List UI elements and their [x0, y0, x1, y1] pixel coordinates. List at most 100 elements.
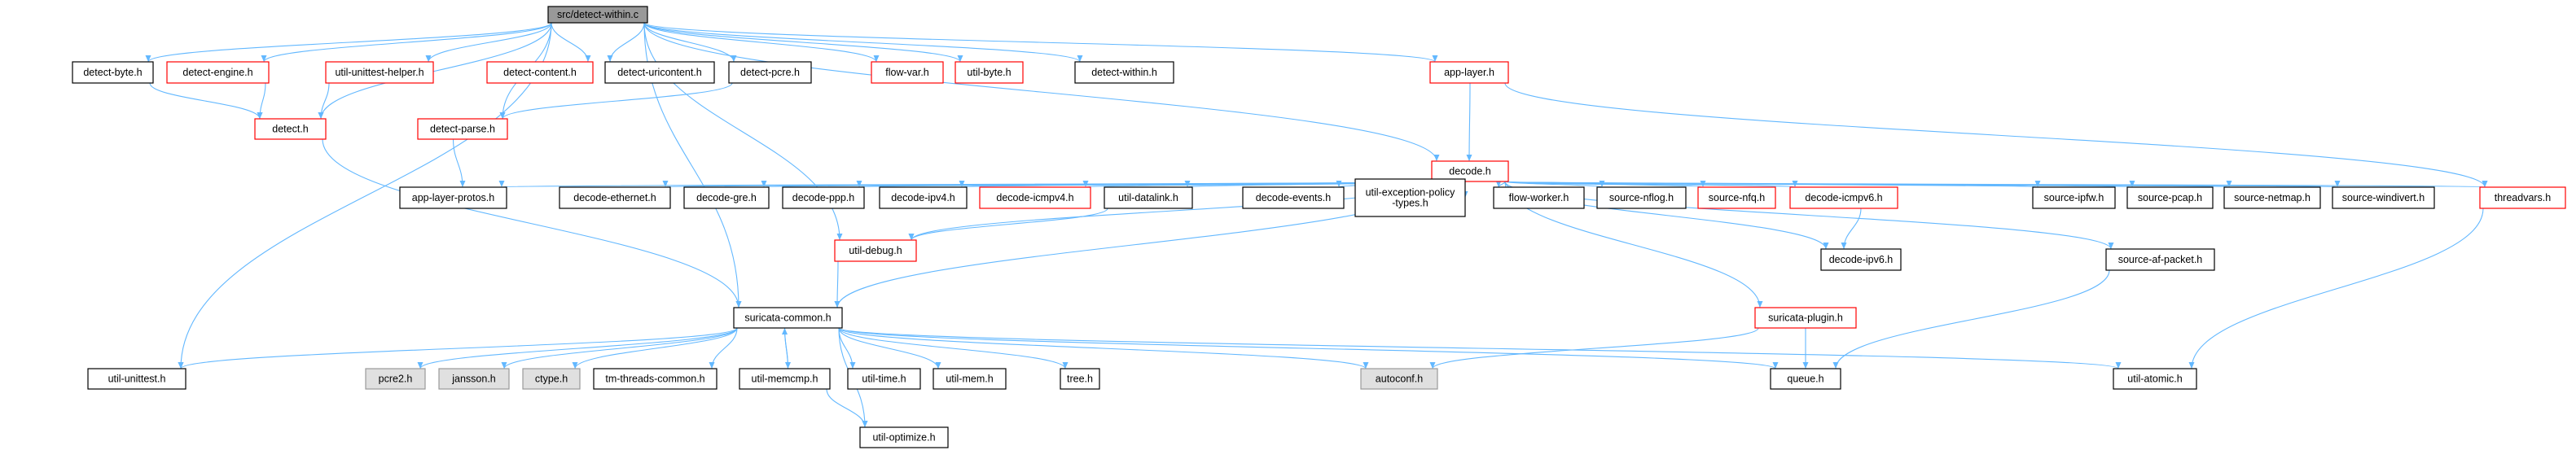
node-decode-ipv4[interactable]: decode-ipv4.h — [879, 186, 968, 209]
node-source-nfq[interactable]: source-nfq.h — [1697, 186, 1776, 209]
node-decode-gre[interactable]: decode-gre.h — [683, 186, 770, 209]
node-source-nflog[interactable]: source-nflog.h — [1596, 186, 1687, 209]
node-box — [879, 186, 968, 209]
node-label: decode-ipv6.h — [1829, 254, 1894, 265]
arrowhead-decode-to-decode_ppp — [856, 181, 862, 187]
arrowhead-suricata_common-to-ctype — [572, 362, 578, 369]
node-detect-content[interactable]: detect-content.h — [486, 61, 594, 84]
arrowhead-suricata_common-to-tree — [1062, 362, 1069, 369]
node-util-memcmp[interactable]: util-memcmp.h — [739, 368, 831, 390]
arrowhead-decode-to-suricata_plugin — [1757, 301, 1763, 308]
arrowhead-util_memcmp-to-util_optimize — [862, 421, 868, 427]
node-flow-worker[interactable]: flow-worker.h — [1493, 186, 1585, 209]
node-decode-ethernet[interactable]: decode-ethernet.h — [559, 186, 671, 209]
node-label: detect-pcre.h — [740, 67, 800, 78]
node-decode[interactable]: decode.h — [1431, 160, 1509, 182]
node-box — [399, 186, 507, 209]
node-detect-uricontent[interactable]: detect-uricontent.h — [604, 61, 715, 84]
node-decode-ppp[interactable]: decode-ppp.h — [782, 186, 865, 209]
node-decode-ipv6[interactable]: decode-ipv6.h — [1820, 248, 1902, 271]
edge-suricata_common-to-queue — [838, 327, 1776, 369]
node-util-unittest[interactable]: util-unittest.h — [87, 368, 187, 390]
node-label: -types.h — [1392, 198, 1428, 209]
node-util-atomic[interactable]: util-atomic.h — [2113, 368, 2197, 390]
node-tree[interactable]: tree.h — [1060, 368, 1100, 390]
node-detect-pcre[interactable]: detect-pcre.h — [728, 61, 812, 84]
arrowhead-suricata_plugin-to-autoconf — [1429, 362, 1436, 369]
edge-suricata_common-to-jansson — [503, 327, 738, 369]
node-label: queue.h — [1787, 374, 1823, 385]
node-detect-byte[interactable]: detect-byte.h — [72, 61, 154, 84]
arrowhead-decode-to-decode_gre — [761, 181, 767, 187]
arrowhead-detect_engine-to-detect — [257, 112, 263, 119]
node-util-optimize[interactable]: util-optimize.h — [859, 426, 949, 448]
node-box — [438, 368, 510, 390]
edge-root-to-detect_byte — [147, 22, 552, 63]
node-label: flow-worker.h — [1509, 192, 1569, 203]
node-decode-icmpv6[interactable]: decode-icmpv6.h — [1789, 186, 1898, 209]
node-util-exception-policy[interactable]: util-exception-policy-types.h — [1354, 178, 1466, 217]
node-label: decode-ipv4.h — [891, 192, 955, 203]
edge-detect-to-suricata_common — [322, 138, 739, 308]
node-util-mem[interactable]: util-mem.h — [933, 368, 1007, 390]
node-decode-icmpv4[interactable]: decode-icmpv4.h — [979, 186, 1091, 209]
edge-app_layer-to-threadvars — [1504, 82, 2486, 188]
arrowhead-decode-to-source_netmap — [2226, 181, 2232, 187]
edge-suricata_common-to-tree — [838, 327, 1066, 369]
node-label: app-layer.h — [1444, 67, 1494, 78]
node-app-layer-protos[interactable]: app-layer-protos.h — [399, 186, 507, 209]
arrowhead-decode-to-flow_worker — [1495, 181, 1502, 187]
node-suricata-common[interactable]: suricata-common.h — [733, 307, 843, 329]
edge-suricata_common-to-util_atomic — [838, 327, 2119, 369]
edge-root-to-util_unittest_helper — [428, 22, 552, 63]
node-source-netmap[interactable]: source-netmap.h — [2223, 186, 2321, 209]
node-decode-events[interactable]: decode-events.h — [1242, 186, 1345, 209]
arrowhead-decode-to-source_windivert — [2334, 181, 2341, 187]
node-label: util-datalink.h — [1118, 192, 1178, 203]
arrowhead-root-to-detect_content — [585, 55, 591, 62]
node-label: decode-gre.h — [696, 192, 757, 203]
node-source-ipfw[interactable]: source-ipfw.h — [2032, 186, 2116, 209]
node-flow-var[interactable]: flow-var.h — [871, 61, 944, 84]
node-queue[interactable]: queue.h — [1770, 368, 1841, 390]
node-detect-parse[interactable]: detect-parse.h — [417, 118, 508, 140]
edge-util_datalink-to-util_debug — [911, 208, 1108, 241]
edge-suricata_common-to-util_mem — [838, 327, 939, 369]
node-util-byte[interactable]: util-byte.h — [954, 61, 1024, 84]
node-detect-engine[interactable]: detect-engine.h — [166, 61, 270, 84]
edge-detect_pcre-to-detect_parse — [502, 82, 733, 120]
node-label: detect-uricontent.h — [617, 67, 702, 78]
arrowhead-suricata_plugin-to-queue — [1802, 362, 1809, 369]
node-detect-within[interactable]: detect-within.h — [1074, 61, 1174, 84]
node-tm-threads-common[interactable]: tm-threads-common.h — [593, 368, 718, 390]
node-label: suricata-plugin.h — [1768, 313, 1843, 324]
node-detect[interactable]: detect.h — [254, 118, 327, 140]
node-suricata-plugin[interactable]: suricata-plugin.h — [1754, 307, 1857, 329]
edge-root-to-flow_var — [643, 22, 877, 63]
node-threadvars[interactable]: threadvars.h — [2479, 186, 2566, 209]
arrowhead-util_debug-to-suricata_common — [834, 301, 840, 308]
node-source-windivert[interactable]: source-windivert.h — [2332, 186, 2435, 209]
edge-decode-to-decode_icmpv6 — [1504, 181, 1796, 188]
arrowhead-detect_parse-to-app_layer_protos — [459, 181, 466, 187]
node-util-debug[interactable]: util-debug.h — [834, 239, 917, 262]
node-label: app-layer-protos.h — [412, 192, 494, 203]
node-util-time[interactable]: util-time.h — [847, 368, 921, 390]
node-label: pcre2.h — [379, 374, 413, 385]
arrowhead-decode-to-source_pcap — [2129, 181, 2135, 187]
node-app-layer[interactable]: app-layer.h — [1429, 61, 1509, 84]
arrowhead-suricata_common-to-jansson — [501, 362, 507, 369]
node-box — [2479, 186, 2566, 209]
arrowhead-decode-to-threadvars — [2482, 181, 2488, 187]
node-util-unittest-helper[interactable]: util-unittest-helper.h — [325, 61, 434, 84]
node-box — [417, 118, 508, 140]
node-util-datalink[interactable]: util-datalink.h — [1104, 186, 1193, 209]
node-source-pcap[interactable]: source-pcap.h — [2126, 186, 2214, 209]
arrowhead-decode-to-app_layer_protos — [498, 181, 505, 187]
node-label: util-debug.h — [849, 245, 902, 256]
node-box — [1360, 368, 1438, 390]
node-source-af-packet[interactable]: source-af-packet.h — [2105, 248, 2215, 271]
arrowhead-suricata_common-to-pcre2 — [417, 362, 423, 369]
